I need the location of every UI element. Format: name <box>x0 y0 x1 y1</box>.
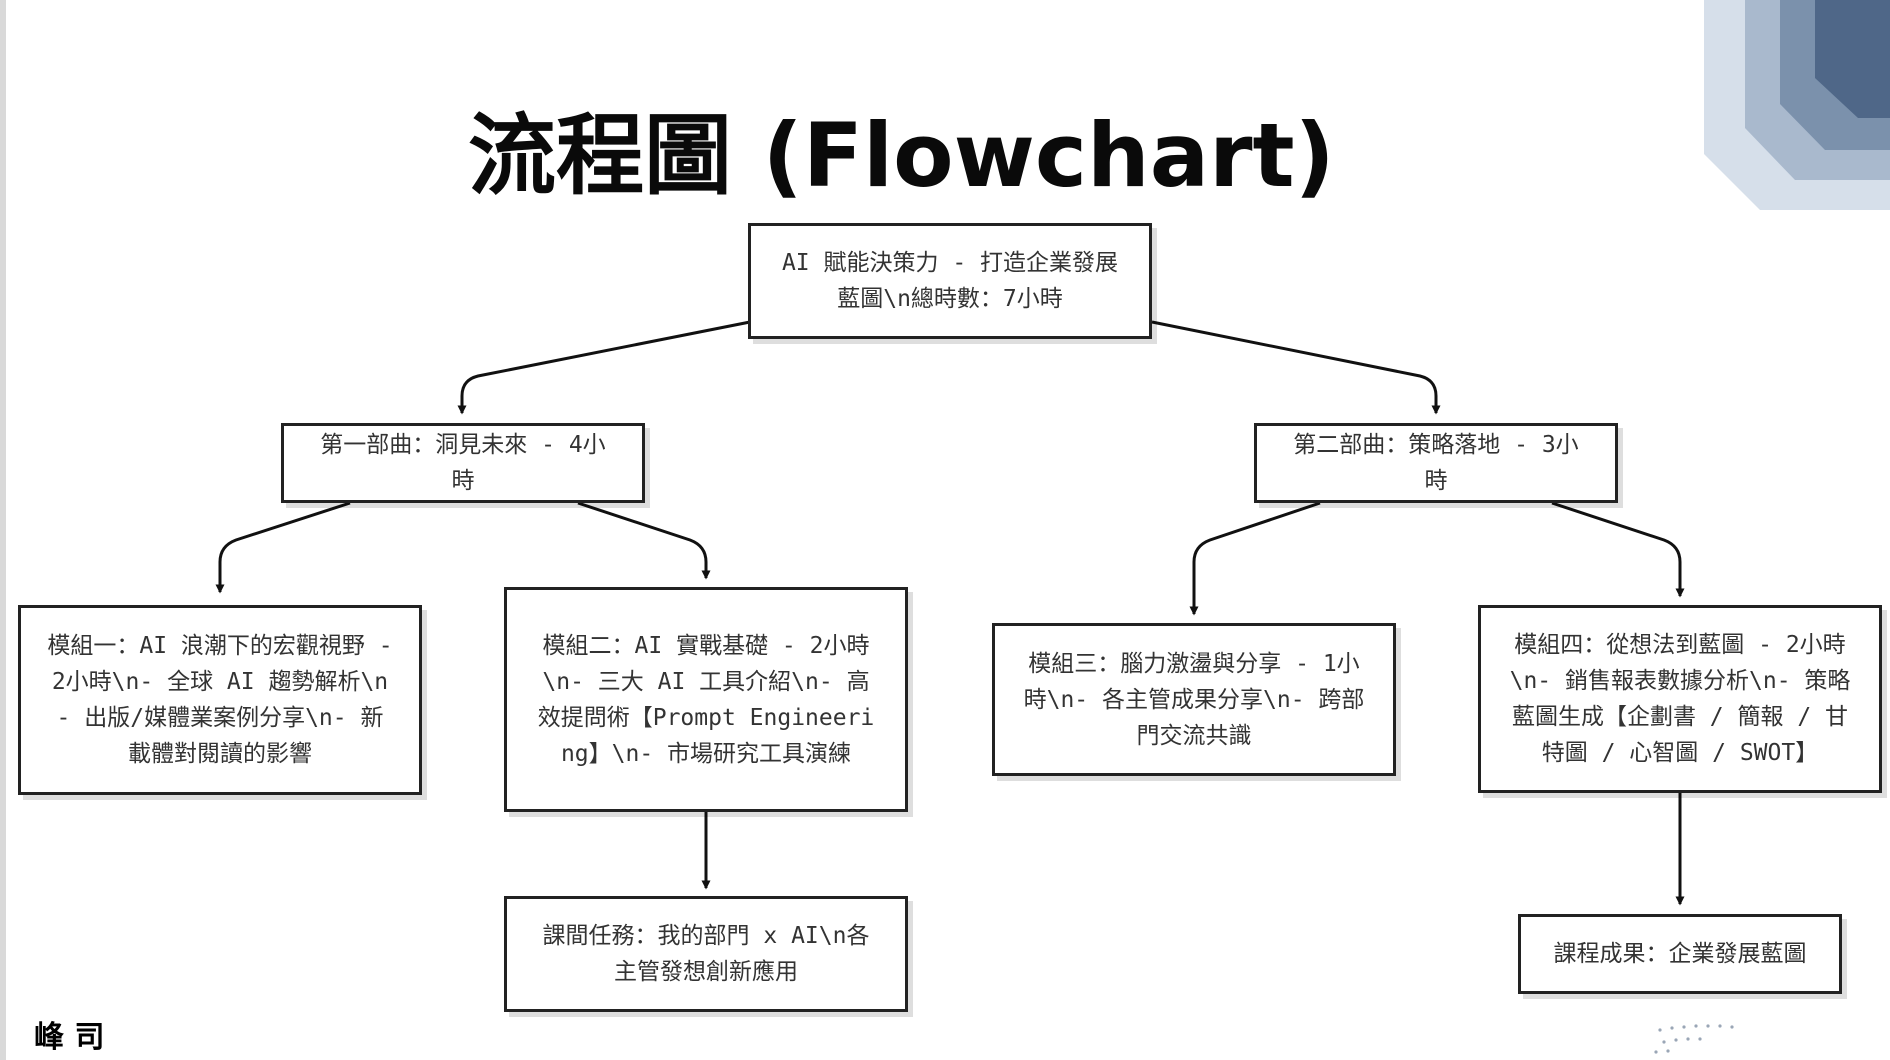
node-module4: 模組四：從想法到藍圖 - 2小時\n- 銷售報表數據分析\n- 策略藍圖生成【企… <box>1478 605 1882 793</box>
node-part2: 第二部曲：策略落地 - 3小時 <box>1254 423 1618 503</box>
node-part1-label: 第一部曲：洞見未來 - 4小時 <box>320 432 606 494</box>
node-root: AI 賦能決策力 - 打造企業發展藍圖\n總時數：7小時 <box>748 223 1152 339</box>
node-task-label: 課間任務：我的部門 x AI\n各主管發想創新應用 <box>542 923 870 985</box>
edge-part1-module2 <box>577 501 711 580</box>
node-outcome-label: 課程成果：企業發展藍圖 <box>1553 941 1807 967</box>
node-module4-label: 模組四：從想法到藍圖 - 2小時\n- 銷售報表數據分析\n- 策略藍圖生成【企… <box>1509 632 1851 766</box>
page-title: 流程圖 (Flowchart) <box>468 104 1335 207</box>
edge-root-part2 <box>1151 320 1441 415</box>
node-root-label: AI 賦能決策力 - 打造企業發展藍圖\n總時數：7小時 <box>781 250 1119 312</box>
node-module1: 模組一：AI 浪潮下的宏觀視野 - 2小時\n- 全球 AI 趨勢解析\n- 出… <box>18 605 422 795</box>
node-module2-label: 模組二：AI 實戰基礎 - 2小時\n- 三大 AI 工具介紹\n- 高效提問術… <box>537 632 875 767</box>
node-outcome: 課程成果：企業發展藍圖 <box>1518 914 1842 994</box>
edge-part2-module4 <box>1551 501 1685 598</box>
footer-logo-mark: 峰 司 <box>34 1020 105 1055</box>
edge-part2-module3 <box>1189 501 1321 616</box>
edge-part1-module1 <box>215 501 351 594</box>
dots-decoration <box>1654 1024 1734 1054</box>
node-module3-label: 模組三：腦力激盪與分享 - 1小時\n- 各主管成果分享\n- 跨部門交流共識 <box>1023 650 1365 749</box>
node-task: 課間任務：我的部門 x AI\n各主管發想創新應用 <box>504 896 908 1012</box>
node-module1-label: 模組一：AI 浪潮下的宏觀視野 - 2小時\n- 全球 AI 趨勢解析\n- 出… <box>47 633 393 767</box>
slide-left-edge <box>0 0 6 1060</box>
node-module3: 模組三：腦力激盪與分享 - 1小時\n- 各主管成果分享\n- 跨部門交流共識 <box>992 623 1396 776</box>
edge-root-part1 <box>457 320 751 415</box>
node-module2: 模組二：AI 實戰基礎 - 2小時\n- 三大 AI 工具介紹\n- 高效提問術… <box>504 587 908 812</box>
deco-band-core <box>1815 0 1890 118</box>
node-part2-label: 第二部曲：策略落地 - 3小時 <box>1293 432 1579 494</box>
node-part1: 第一部曲：洞見未來 - 4小時 <box>281 423 645 503</box>
